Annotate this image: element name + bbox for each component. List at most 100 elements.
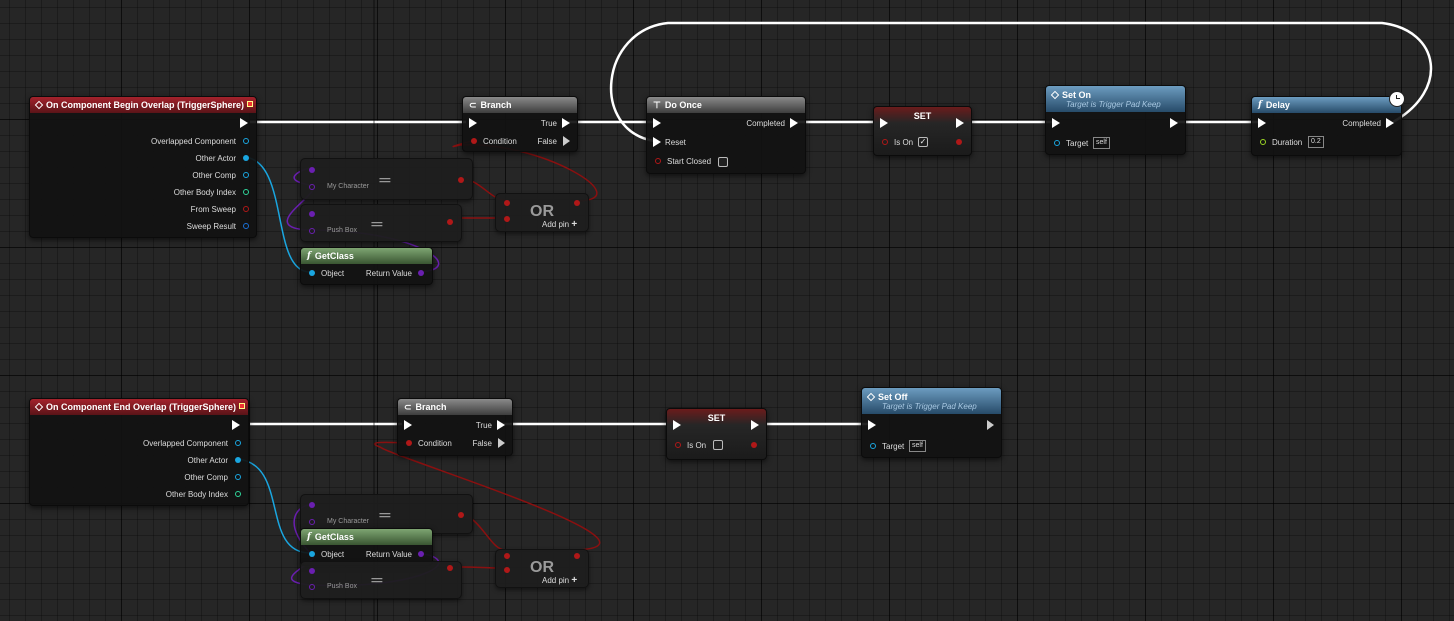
is-on-checkbox[interactable]	[713, 440, 723, 450]
or-input-b-pin[interactable]	[504, 216, 510, 222]
or-input-a-pin[interactable]	[504, 200, 510, 206]
exec-out-pin[interactable]	[1170, 118, 1178, 128]
set-on-function-node[interactable]: Set On Target is Trigger Pad Keep Target…	[1045, 85, 1186, 155]
equals-operator: ==	[379, 175, 391, 187]
add-pin-button[interactable]: Add pin +	[542, 575, 578, 586]
exec-in-pin[interactable]	[469, 118, 477, 128]
return-value-pin[interactable]	[418, 270, 424, 276]
getclass-header: f GetClass	[301, 248, 432, 264]
other-body-index-pin[interactable]	[235, 491, 241, 497]
object-pin[interactable]	[309, 270, 315, 276]
set-variable-node[interactable]: SET Is On ✓	[873, 106, 972, 156]
exec-in-pin[interactable]	[1052, 118, 1060, 128]
object-pin[interactable]	[309, 551, 315, 557]
completed-exec-pin[interactable]	[1386, 118, 1394, 128]
is-on-pin[interactable]	[675, 442, 681, 448]
delegate-pin-icon[interactable]	[239, 403, 245, 409]
set-variable-node[interactable]: SET Is On	[666, 408, 767, 460]
add-pin-button[interactable]: Add pin +	[542, 219, 578, 230]
exec-out-pin[interactable]	[232, 420, 240, 430]
getclass-node[interactable]: f GetClass Object Return Value	[300, 247, 433, 285]
target-value-field[interactable]: self	[1093, 137, 1110, 149]
do-once-node[interactable]: ⊤ Do Once Completed Reset Start Closed	[646, 96, 806, 174]
class-select-value[interactable]: My Character	[327, 518, 370, 525]
from-sweep-pin[interactable]	[243, 206, 249, 212]
false-exec-pin[interactable]	[498, 438, 505, 448]
exec-in-pin[interactable]	[1258, 118, 1266, 128]
exec-in-pin[interactable]	[673, 420, 681, 430]
class-b-pin[interactable]	[309, 519, 315, 525]
exec-out-pin[interactable]	[751, 420, 759, 430]
condition-pin[interactable]	[406, 440, 412, 446]
exec-in-pin[interactable]	[404, 420, 412, 430]
class-select-value[interactable]: Push Box	[327, 583, 357, 590]
return-value-pin[interactable]	[418, 551, 424, 557]
equal-class-node[interactable]: Push Box ==	[300, 204, 462, 242]
or-result-pin[interactable]	[574, 200, 580, 206]
other-actor-pin[interactable]	[235, 457, 241, 463]
exec-in-pin[interactable]	[653, 118, 661, 128]
equal-class-node[interactable]: Push Box ==	[300, 561, 462, 599]
equals-operator: ==	[371, 219, 383, 231]
true-exec-pin[interactable]	[497, 420, 505, 430]
result-pin[interactable]	[447, 219, 453, 225]
equal-class-node[interactable]: My Character ==	[300, 158, 473, 200]
branch-node[interactable]: ⊂ Branch True Condition False	[397, 398, 513, 456]
completed-exec-pin[interactable]	[790, 118, 798, 128]
do-once-title: Do Once	[664, 100, 702, 110]
class-a-pin[interactable]	[309, 502, 315, 508]
is-on-checkbox[interactable]: ✓	[918, 137, 928, 147]
or-input-a-pin[interactable]	[504, 553, 510, 559]
condition-pin[interactable]	[471, 138, 477, 144]
result-pin[interactable]	[458, 512, 464, 518]
duration-pin[interactable]	[1260, 139, 1266, 145]
overlapped-component-pin[interactable]	[235, 440, 241, 446]
true-exec-pin[interactable]	[562, 118, 570, 128]
class-b-pin[interactable]	[309, 584, 315, 590]
completed-label: Completed	[746, 119, 785, 128]
class-a-pin[interactable]	[309, 211, 315, 217]
target-pin[interactable]	[870, 443, 876, 449]
or-input-b-pin[interactable]	[504, 567, 510, 573]
overlapped-component-pin[interactable]	[243, 138, 249, 144]
other-body-index-pin[interactable]	[243, 189, 249, 195]
exec-in-pin[interactable]	[868, 420, 876, 430]
class-select-value[interactable]: My Character	[327, 183, 370, 190]
class-a-pin[interactable]	[309, 568, 315, 574]
target-value-field[interactable]: self	[909, 440, 926, 452]
class-select-value[interactable]: Push Box	[327, 227, 357, 234]
condition-label: Condition	[483, 137, 517, 146]
is-on-pin[interactable]	[882, 139, 888, 145]
is-on-out-pin[interactable]	[751, 442, 757, 448]
class-b-pin[interactable]	[309, 228, 315, 234]
duration-value-field[interactable]: 0.2	[1308, 136, 1324, 148]
result-pin[interactable]	[458, 177, 464, 183]
begin-overlap-event-node[interactable]: On Component Begin Overlap (TriggerSpher…	[29, 96, 257, 238]
target-pin[interactable]	[1054, 140, 1060, 146]
class-b-pin[interactable]	[309, 184, 315, 190]
delay-node[interactable]: f Delay Completed Duration 0.2	[1251, 91, 1405, 156]
exec-in-pin[interactable]	[880, 118, 888, 128]
start-closed-pin[interactable]	[655, 158, 661, 164]
do-once-icon: ⊤	[653, 99, 661, 110]
end-overlap-event-node[interactable]: On Component End Overlap (TriggerSphere)…	[29, 398, 249, 506]
start-closed-checkbox[interactable]	[718, 157, 728, 167]
reset-exec-pin[interactable]	[653, 137, 661, 147]
or-node[interactable]: OR Add pin +	[495, 549, 589, 588]
exec-out-pin[interactable]	[240, 118, 248, 128]
sweep-result-pin[interactable]	[243, 223, 249, 229]
or-result-pin[interactable]	[574, 553, 580, 559]
set-off-function-node[interactable]: Set Off Target is Trigger Pad Keep Targe…	[861, 387, 1002, 458]
exec-out-pin[interactable]	[987, 420, 994, 430]
branch-node[interactable]: ⊂ Branch True Condition False	[462, 96, 578, 152]
class-a-pin[interactable]	[309, 167, 315, 173]
other-actor-pin[interactable]	[243, 155, 249, 161]
false-exec-pin[interactable]	[563, 136, 570, 146]
other-comp-pin[interactable]	[243, 172, 249, 178]
or-node[interactable]: OR Add pin +	[495, 193, 589, 232]
result-pin[interactable]	[447, 565, 453, 571]
exec-out-pin[interactable]	[956, 118, 964, 128]
other-comp-pin[interactable]	[235, 474, 241, 480]
delegate-pin-icon[interactable]	[247, 101, 253, 107]
is-on-out-pin[interactable]	[956, 139, 962, 145]
